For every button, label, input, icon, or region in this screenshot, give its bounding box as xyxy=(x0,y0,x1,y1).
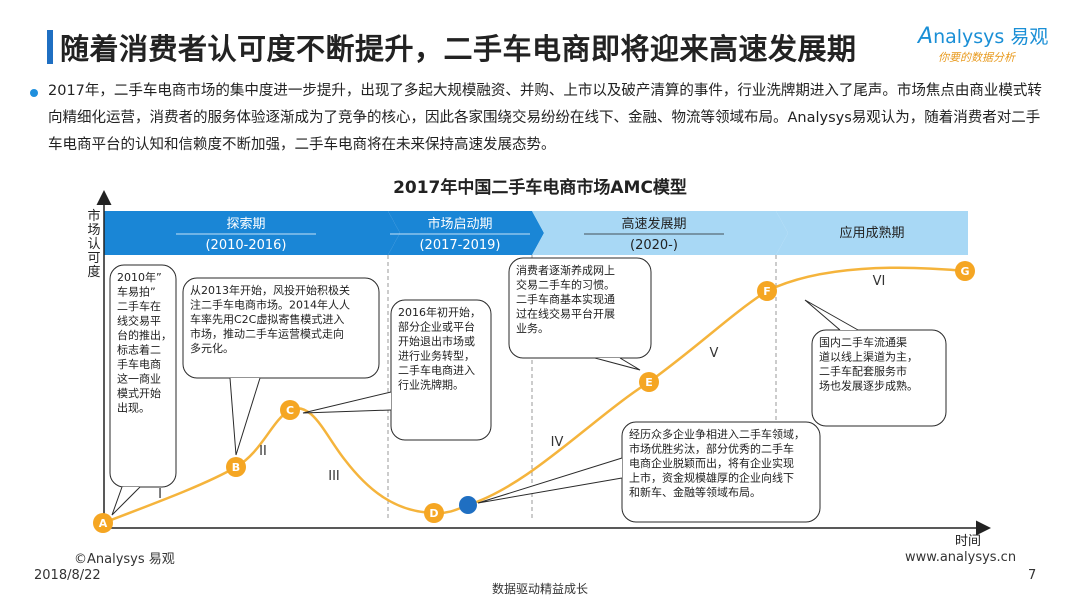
callout-tail xyxy=(302,391,392,414)
point-label: E xyxy=(645,376,653,389)
callout-text: 从2013年开始，风投开始积极关注二手车电商市场。2014年人人车率先用C2C虚… xyxy=(190,283,350,355)
callout-4: 消费者逐渐养成网上交易二手车的习惯。二手车商基本实现通过在线交易平台开展业务。 xyxy=(508,257,652,371)
curve-point-B: B xyxy=(226,457,246,477)
callout-tail xyxy=(111,486,141,516)
callout-box xyxy=(182,277,380,379)
title-accent-bar xyxy=(47,30,53,64)
stage-label: II xyxy=(259,444,267,459)
point-marker xyxy=(459,496,477,514)
logo-brand-text: nalysys 易观 xyxy=(933,26,1049,48)
phase-4: 应用成熟期 xyxy=(776,211,968,255)
stage-label: III xyxy=(328,469,340,484)
phase-1: 探索期 (2010-2016) xyxy=(104,211,400,255)
stage-label: VI xyxy=(873,274,886,289)
callout-2: 从2013年开始，风投开始积极关注二手车电商市场。2014年人人车率先用C2C虚… xyxy=(182,277,380,456)
callout-1: 2010年”车易拍”二手车在线交易平台的推出，标志着二手车电商这一商业模式开始出… xyxy=(109,264,177,516)
callout-text: 2010年”车易拍”二手车在线交易平台的推出，标志着二手车电商这一商业模式开始出… xyxy=(117,270,172,415)
phase-block xyxy=(104,211,400,255)
stage-label: IV xyxy=(551,435,564,450)
point-marker xyxy=(757,281,777,301)
point-marker xyxy=(639,372,659,392)
logo-tagline: 你要的数据分析 xyxy=(938,51,1015,64)
y-axis-label: 市场认可度 xyxy=(87,209,101,280)
phase-name: 市场启动期 xyxy=(427,216,492,232)
point-marker xyxy=(226,457,246,477)
footer-slogan: 数据驱动精益成长 xyxy=(491,582,588,596)
callout-text: 2016年初开始，部分企业或平台开始退出市场或进行业务转型，二手车电商进入行业洗… xyxy=(398,305,481,392)
phase-name: 应用成熟期 xyxy=(839,225,904,241)
copyright: ©Analysys 易观 xyxy=(74,552,175,567)
page-title: 随着消费者认可度不断提升，二手车电商即将迎来高速发展期 xyxy=(60,32,857,66)
callout-6: 国内二手车流通渠道以线上渠道为主，二手车配套服务市场也发展逐步成熟。 xyxy=(804,299,947,427)
phase-block xyxy=(532,211,788,255)
point-marker xyxy=(93,513,113,533)
callout-box xyxy=(508,257,652,359)
stage-label: I xyxy=(158,487,162,502)
point-marker xyxy=(424,503,444,523)
bullet-icon xyxy=(30,89,38,97)
callout-3: 2016年初开始，部分企业或平台开始退出市场或进行业务转型，二手车电商进入行业洗… xyxy=(302,299,492,441)
curve-point-E: E xyxy=(639,372,659,392)
phase-band: 探索期 (2010-2016) 市场启动期 (2017-2019) 高速发展期 (2020… xyxy=(104,211,968,255)
callout-text: 国内二手车流通渠道以线上渠道为主，二手车配套服务市场也发展逐步成熟。 xyxy=(819,335,918,393)
callout-tail xyxy=(804,299,859,331)
curve-points: A B C D E F G xyxy=(93,261,975,533)
callout-tail xyxy=(229,377,261,456)
footer-url: www.analysys.cn xyxy=(905,550,1017,565)
point-marker xyxy=(280,400,300,420)
phase-block xyxy=(776,211,968,255)
phase-block xyxy=(388,211,544,255)
point-label: C xyxy=(286,404,294,417)
curve-point-current xyxy=(459,496,477,514)
logo-letter: A xyxy=(918,24,934,49)
callout-box xyxy=(109,264,177,488)
callouts: 2010年”车易拍”二手车在线交易平台的推出，标志着二手车电商这一商业模式开始出… xyxy=(109,257,947,523)
curve-point-F: F xyxy=(757,281,777,301)
callout-tail xyxy=(477,457,623,504)
callout-text: 消费者逐渐养成网上交易二手车的习惯。二手车商基本实现通过在线交易平台开展业务。 xyxy=(516,263,615,335)
footer-date: 2018/8/22 xyxy=(34,568,101,583)
point-label: B xyxy=(232,461,240,474)
intro-paragraph: 2017年，二手车电商市场的集中度进一步提升，出现了多起大规模融资、并购、上市以… xyxy=(48,83,1042,153)
phase-period: (2010-2016) xyxy=(205,238,286,253)
chart-title: 2017年中国二手车电商市场AMC模型 xyxy=(393,177,687,198)
curve-point-D: D xyxy=(424,503,444,523)
stage-label: V xyxy=(710,346,719,361)
callout-text: 经历众多企业争相进入二手车领域，市场优胜劣汰，部分优秀的二手车电商企业脱颖而出，… xyxy=(629,427,805,499)
callout-box xyxy=(811,329,947,427)
curve-point-G: G xyxy=(955,261,975,281)
callout-tail xyxy=(594,357,641,371)
point-label: A xyxy=(99,517,108,530)
curve-point-A: A xyxy=(93,513,113,533)
phase-name: 探索期 xyxy=(226,217,265,232)
phase-2: 市场启动期 (2017-2019) xyxy=(388,211,544,255)
phase-3: 高速发展期 (2020-) xyxy=(532,211,788,255)
callout-box xyxy=(390,299,492,441)
phase-period: (2017-2019) xyxy=(419,238,500,253)
point-label: F xyxy=(763,285,771,298)
page-number: 7 xyxy=(1028,568,1037,583)
callout-5: 经历众多企业争相进入二手车领域，市场优胜劣汰，部分优秀的二手车电商企业脱颖而出，… xyxy=(477,421,821,523)
phase-period: (2020-) xyxy=(630,238,678,253)
analysys-logo: Analysys 易观 你要的数据分析 xyxy=(918,22,1058,74)
phase-name: 高速发展期 xyxy=(621,216,686,232)
logo-brand: Analysys 易观 xyxy=(918,22,1058,49)
point-label: G xyxy=(960,265,969,278)
point-marker xyxy=(955,261,975,281)
curve-point-C: C xyxy=(280,400,300,420)
x-axis-label: 时间 xyxy=(955,534,981,549)
point-label: D xyxy=(429,507,438,520)
